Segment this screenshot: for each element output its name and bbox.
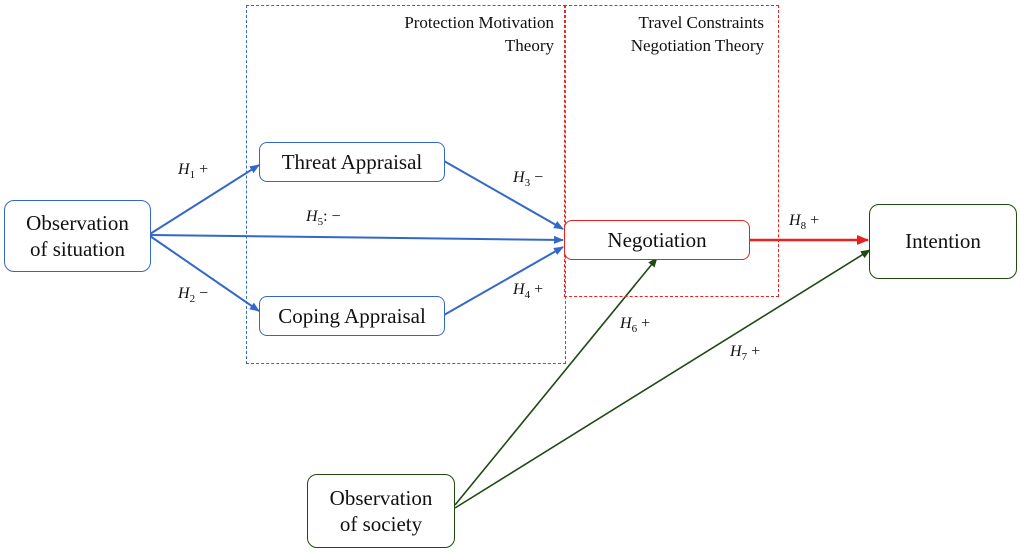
h6-letter: H bbox=[620, 315, 632, 332]
h7-number: 7 bbox=[741, 351, 748, 364]
h3-sign: − bbox=[530, 169, 544, 186]
negotiation-node: Negotiation bbox=[564, 220, 750, 260]
arrow-h4 bbox=[443, 246, 564, 316]
intention-node: Intention bbox=[869, 204, 1017, 279]
h3-number: 3 bbox=[524, 177, 531, 190]
h3-letter: H bbox=[513, 169, 525, 186]
arrow-h1 bbox=[149, 164, 260, 235]
hypothesis-h8-label: H8 + bbox=[789, 212, 819, 232]
h2-sign: − bbox=[195, 285, 209, 302]
threat-appraisal-node: Threat Appraisal bbox=[259, 142, 445, 182]
h8-number: 8 bbox=[800, 220, 807, 233]
h4-letter: H bbox=[513, 281, 525, 298]
h1-number: 1 bbox=[189, 169, 196, 182]
h7-letter: H bbox=[730, 343, 742, 360]
h1-sign: + bbox=[195, 161, 209, 178]
hypothesis-h1-label: H1 + bbox=[178, 161, 208, 181]
travel-constraints-frame bbox=[564, 5, 779, 297]
arrow-h7 bbox=[454, 249, 871, 509]
h6-sign: + bbox=[637, 315, 651, 332]
hypothesis-h4-label: H4 + bbox=[513, 281, 543, 301]
protection-motivation-frame bbox=[246, 5, 566, 364]
travel-constraints-title: Travel Constraints Negotiation Theory bbox=[630, 13, 764, 55]
coping-appraisal-node: Coping Appraisal bbox=[259, 296, 445, 336]
arrow-h2 bbox=[149, 235, 260, 312]
hypothesis-h3-label: H3 − bbox=[513, 169, 543, 189]
arrow-h5 bbox=[149, 234, 564, 244]
h5-letter: H bbox=[306, 208, 318, 225]
h4-sign: + bbox=[530, 281, 544, 298]
arrow-h6 bbox=[454, 257, 658, 506]
h8-letter: H bbox=[789, 212, 801, 229]
h7-sign: + bbox=[747, 343, 761, 360]
observation-of-society-node: Observation of society bbox=[307, 474, 455, 548]
hypothesis-h5-label: H5: − bbox=[306, 208, 341, 228]
h5-number: 5 bbox=[317, 216, 324, 229]
hypothesis-h2-label: H2 − bbox=[178, 285, 208, 305]
h6-number: 6 bbox=[631, 323, 638, 336]
h4-number: 4 bbox=[524, 289, 531, 302]
h2-letter: H bbox=[178, 285, 190, 302]
arrow-h3 bbox=[443, 160, 564, 230]
h5-sign: : − bbox=[323, 208, 341, 225]
hypothesis-h6-label: H6 + bbox=[620, 315, 650, 335]
h8-sign: + bbox=[806, 212, 820, 229]
h2-number: 2 bbox=[189, 293, 196, 306]
protection-motivation-title: Protection Motivation Theory bbox=[404, 13, 554, 55]
observation-of-situation-node: Observation of situation bbox=[4, 200, 151, 272]
h1-letter: H bbox=[178, 161, 190, 178]
hypothesis-h7-label: H7 + bbox=[730, 343, 760, 363]
